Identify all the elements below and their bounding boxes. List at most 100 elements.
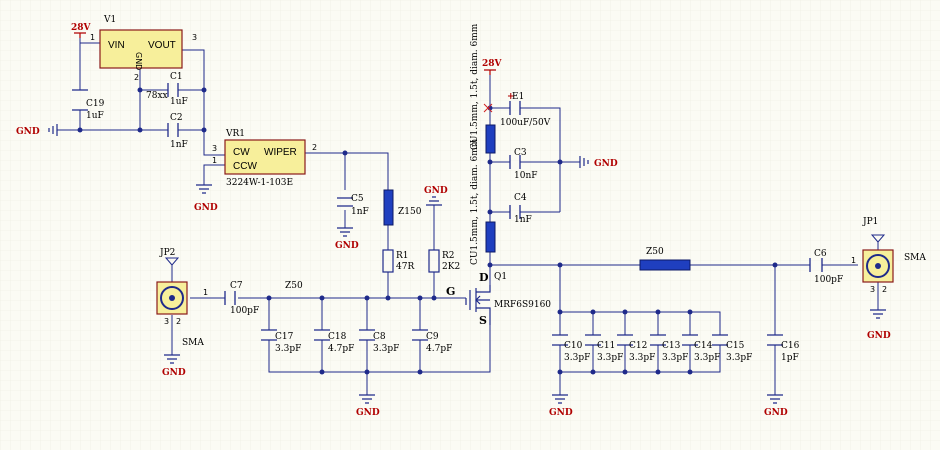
c19-val: 1uF <box>86 111 104 121</box>
c1-ref: C1 <box>170 72 183 82</box>
cap-c3-plates <box>509 155 521 169</box>
gnd-label-jp1: GND <box>867 331 891 341</box>
cap-c15-plates <box>712 334 728 346</box>
gnd-label-vin: GND <box>16 127 40 137</box>
vr1-pin2: 2 <box>312 143 317 152</box>
choke-lower[interactable]: CU1.5mm, 1.5t, diam. 6mm <box>470 138 496 265</box>
c10-val: 3.3pF <box>564 353 590 363</box>
c4-ref: C4 <box>514 193 527 203</box>
cap-c4-plates <box>509 205 521 219</box>
capacitor-symbols <box>72 83 823 346</box>
q1-ref: Q1 <box>494 272 507 282</box>
ground-symbols <box>48 124 886 404</box>
line-z150[interactable]: Z150 <box>383 189 422 226</box>
c9-ref: C9 <box>426 332 439 342</box>
c6-ref: C6 <box>814 249 827 259</box>
capacitor-labels: C19 1uF C1 1uF C2 1nF C5 1nF C7 100pF C1… <box>86 72 843 363</box>
v1-pin1: 1 <box>90 33 95 42</box>
transistor-q1[interactable] <box>465 285 491 325</box>
v1-vin-label: VIN <box>108 40 125 51</box>
vr1-cw-label: CW <box>233 147 250 158</box>
z150-label: Z150 <box>398 207 422 217</box>
c16-val: 1pF <box>781 353 799 363</box>
regulator-v1[interactable]: VIN VOUT GND V1 78xx 1 2 3 <box>90 15 197 101</box>
v1-part: 78xx <box>146 91 168 101</box>
choke-upper-label: CU1.5mm, 1.5t, diam. 6mm <box>470 23 480 150</box>
power-28v-input: 28V <box>71 23 92 38</box>
vr1-pin3: 3 <box>212 144 217 153</box>
q1-g-label: G <box>446 285 455 298</box>
cap-c7-plates <box>224 291 236 305</box>
c7-val: 100pF <box>230 306 259 316</box>
power-28v-drain: 28V <box>482 59 503 75</box>
c15-val: 3.3pF <box>726 353 752 363</box>
connector-jp1[interactable]: JP1 SMA 1 3 2 <box>851 217 926 294</box>
jp1-pin2: 2 <box>882 285 887 294</box>
choke-upper[interactable]: CU1.5mm, 1.5t, diam. 6mm <box>470 23 496 154</box>
q1-s-label: S <box>479 314 487 327</box>
c19-ref: C19 <box>86 99 105 109</box>
z50-output-label: Z50 <box>646 247 664 257</box>
cap-c14-plates <box>682 334 698 346</box>
q1-d-label: D <box>479 271 489 284</box>
v1-pin3: 3 <box>192 33 197 42</box>
jp2-type: SMA <box>182 338 204 348</box>
vr1-pin1: 1 <box>212 156 217 165</box>
cap-c11-plates <box>585 334 601 346</box>
c2-val: 1nF <box>170 140 188 150</box>
cap-c9-plates <box>412 329 428 341</box>
jp1-ref: JP1 <box>862 217 878 227</box>
c5-val: 1nF <box>351 207 369 217</box>
choke-lower-label: CU1.5mm, 1.5t, diam. 6mm <box>470 138 480 265</box>
power-28v-label-b: 28V <box>482 59 503 69</box>
c15-ref: C15 <box>726 341 745 351</box>
cap-e1-plates <box>509 101 521 115</box>
r2-ref: R2 <box>442 251 455 261</box>
jp2-pin1: 1 <box>203 288 208 297</box>
c5-ref: C5 <box>351 194 364 204</box>
cap-c1-plates <box>167 83 179 97</box>
gnd-label-output-shunt: GND <box>549 408 573 418</box>
c14-ref: C14 <box>694 341 713 351</box>
e1-val: 100uF/50V <box>500 118 551 128</box>
c10-ref: C10 <box>564 341 583 351</box>
c13-val: 3.3pF <box>662 353 688 363</box>
c8-ref: C8 <box>373 332 386 342</box>
c12-val: 3.3pF <box>629 353 655 363</box>
jp2-ref: JP2 <box>159 248 175 258</box>
jp1-pin3: 3 <box>870 285 875 294</box>
connector-jp2[interactable]: JP2 SMA 1 3 2 <box>156 248 208 348</box>
trimmer-vr1[interactable]: CW CCW WIPER VR1 3224W-1-103E 3 1 2 <box>212 129 317 188</box>
c2-ref: C2 <box>170 113 183 123</box>
e1-ref: E1 <box>512 92 524 102</box>
ground-labels: GND GND GND GND GND GND GND GND GND GND <box>16 127 891 418</box>
vr1-wiper-label: WIPER <box>264 147 297 158</box>
vr1-part: 3224W-1-103E <box>226 178 293 188</box>
gnd-label-vr1: GND <box>194 203 218 213</box>
resistor-r2[interactable]: R2 2K2 <box>428 249 460 273</box>
gnd-label-c16: GND <box>764 408 788 418</box>
vr1-ref: VR1 <box>225 129 245 139</box>
line-z50-output[interactable]: Z50 <box>639 247 691 271</box>
gnd-label-drain: GND <box>594 159 618 169</box>
cap-c2-plates <box>167 123 179 137</box>
c3-val: 10nF <box>514 171 538 181</box>
jp1-type: SMA <box>904 253 926 263</box>
c18-val: 4.7pF <box>328 344 354 354</box>
c18-ref: C18 <box>328 332 347 342</box>
vr1-ccw-label: CCW <box>233 161 257 172</box>
resistor-r1[interactable]: R1 47R <box>382 249 414 273</box>
power-28v-label-a: 28V <box>71 23 92 33</box>
c17-ref: C17 <box>275 332 294 342</box>
c7-ref: C7 <box>230 281 243 291</box>
v1-pin2: 2 <box>134 73 139 82</box>
gnd-label-input-shunt: GND <box>356 408 380 418</box>
c11-val: 3.3pF <box>597 353 623 363</box>
jp1-pin1: 1 <box>851 256 856 265</box>
v1-vout-label: VOUT <box>148 40 176 51</box>
e1-polarity-mark: + <box>507 92 515 102</box>
junctions <box>77 87 778 375</box>
c17-val: 3.3pF <box>275 344 301 354</box>
